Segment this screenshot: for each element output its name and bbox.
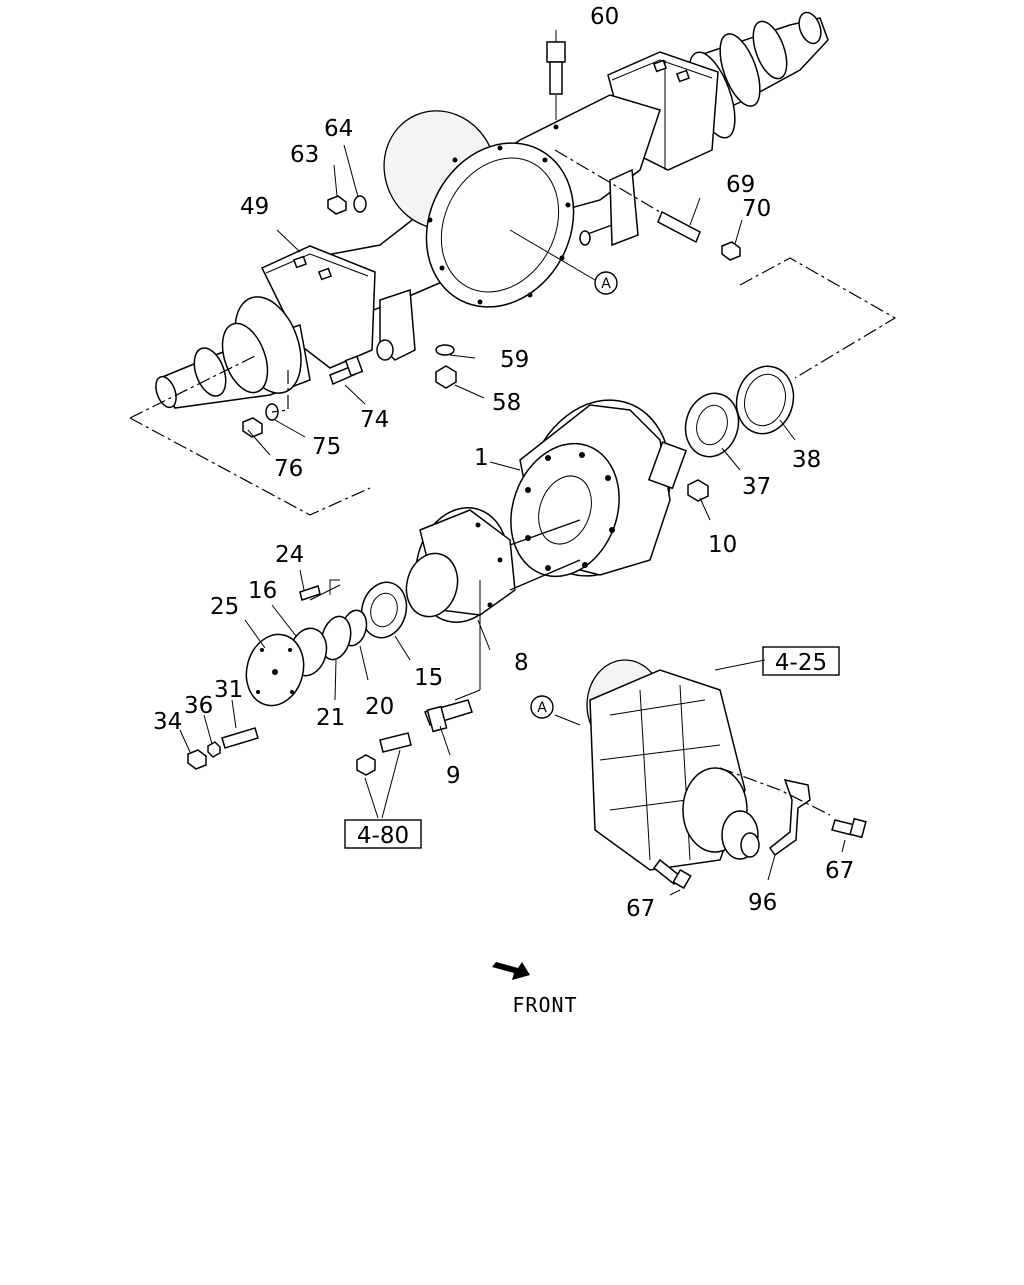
hub-end-parts [187, 581, 473, 776]
nut-58 [435, 365, 457, 389]
circle-ref-a-upper: A [594, 271, 618, 295]
callout-8: 8 [514, 650, 529, 676]
leader-lines [179, 30, 846, 896]
circle-ref-a-lower: A [530, 695, 554, 719]
nut-70 [721, 241, 741, 261]
nut-36 [207, 741, 221, 758]
callout-64: 64 [324, 116, 353, 142]
washer-59 [435, 344, 455, 356]
callout-21: 21 [316, 705, 345, 731]
bolt-67-lower [652, 858, 682, 886]
bearing-15 [360, 581, 408, 639]
callout-9: 9 [446, 763, 461, 789]
callout-74: 74 [360, 407, 389, 433]
callout-24: 24 [275, 542, 304, 568]
svg-text:A: A [537, 700, 547, 716]
svg-text:4-80: 4-80 [357, 823, 409, 849]
callout-60: 60 [590, 4, 619, 30]
callout-31: 31 [214, 677, 243, 703]
banjo-bolt-holes [427, 145, 571, 305]
nut-76 [242, 417, 263, 438]
brake-drum-assembly [510, 365, 795, 578]
callout-75: 75 [312, 434, 341, 460]
callout-37: 37 [742, 474, 771, 500]
stud-31 [221, 727, 259, 749]
callout-67-right: 67 [825, 858, 854, 884]
stud-69 [657, 210, 701, 244]
callout-25: 25 [210, 594, 239, 620]
bolt-24 [299, 585, 321, 601]
dash-lines [129, 149, 897, 816]
front-arrow-icon [492, 962, 530, 980]
nut-10 [687, 479, 709, 502]
callout-labels: 60 64 63 49 69 70 59 58 74 75 76 1 38 37… [153, 4, 854, 922]
callout-67-lower: 67 [626, 896, 655, 922]
callout-49: 49 [240, 194, 269, 220]
boxed-ref-4-25[interactable]: 4-25 [762, 646, 840, 676]
callout-16: 16 [248, 578, 277, 604]
callout-36: 36 [184, 693, 213, 719]
differential-carrier [586, 659, 867, 890]
callout-1: 1 [474, 445, 489, 471]
svg-text:A: A [601, 276, 611, 292]
axle-housing [155, 11, 829, 409]
callout-58: 58 [492, 390, 521, 416]
front-label: FRONT [512, 993, 577, 1017]
callout-69: 69 [726, 172, 755, 198]
callout-59: 59 [500, 347, 529, 373]
callout-34: 34 [153, 709, 182, 735]
callout-70: 70 [742, 196, 771, 222]
callout-96: 96 [748, 890, 777, 916]
housing-hardware [242, 195, 741, 438]
callout-63: 63 [290, 142, 319, 168]
drum-holes [525, 452, 615, 571]
nut-34 [187, 749, 207, 770]
callout-76: 76 [274, 456, 303, 482]
boxed-ref-4-80[interactable]: 4-80 [344, 819, 422, 849]
callout-10: 10 [708, 532, 737, 558]
callout-20: 20 [365, 694, 394, 720]
wheel-hub [405, 507, 581, 623]
callout-15: 15 [414, 665, 443, 691]
nut-63 [327, 195, 347, 215]
washer-64 [353, 195, 367, 213]
callout-38: 38 [792, 447, 821, 473]
svg-text:4-25: 4-25 [775, 650, 827, 676]
